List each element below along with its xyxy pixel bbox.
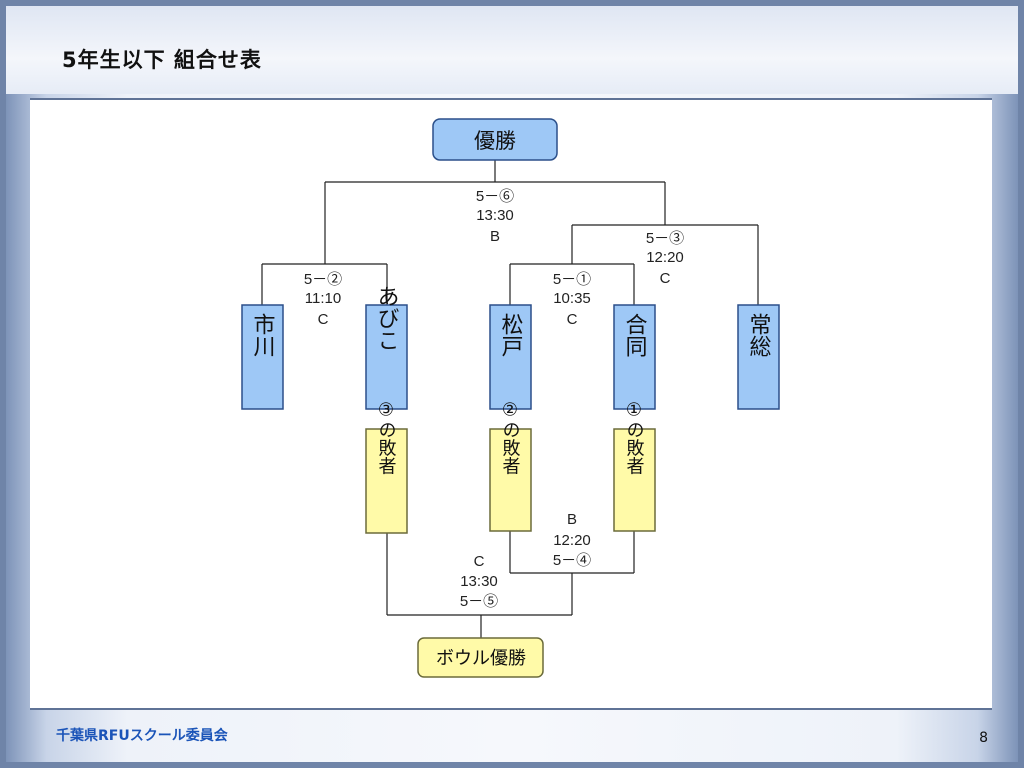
match-number: 5－④ bbox=[553, 552, 591, 569]
match-court: B bbox=[490, 228, 500, 245]
team-ichikawa: 市川 bbox=[241, 304, 284, 410]
team-label: 合同 bbox=[622, 313, 648, 357]
loser-label: ③の敗者 bbox=[376, 400, 397, 475]
team-label: 市川 bbox=[250, 313, 276, 357]
match-time: 13:30 bbox=[460, 573, 498, 590]
match-5-label: C 13:30 5－⑤ bbox=[460, 553, 498, 610]
match-court: C bbox=[318, 311, 329, 328]
team-label: 常総 bbox=[746, 313, 772, 357]
loser-label: ①の敗者 bbox=[624, 400, 645, 475]
footer-organization: 千葉県RFUスクール委員会 bbox=[56, 728, 228, 744]
champion-node: 優勝 bbox=[432, 118, 558, 161]
match-number: 5－⑥ bbox=[476, 188, 514, 205]
match-time: 12:20 bbox=[646, 249, 684, 266]
page-number: 8 bbox=[979, 730, 988, 746]
match-court: C bbox=[660, 270, 671, 287]
team-godo: 合同 bbox=[613, 304, 656, 410]
loser-node-1: ①の敗者 bbox=[613, 400, 656, 532]
team-abiko: あびこ bbox=[365, 285, 408, 410]
match-number: 5－⑤ bbox=[460, 593, 498, 610]
slide-title: 5年生以下 組合せ表 bbox=[62, 48, 262, 72]
team-matsudo: 松戸 bbox=[489, 304, 532, 410]
bowl-champion-label: ボウル優勝 bbox=[436, 648, 526, 669]
match-3-label: 5－③ 12:20 C bbox=[646, 230, 684, 287]
match-number: 5－② bbox=[304, 271, 342, 288]
match-6-label: 5－⑥ 13:30 B bbox=[476, 188, 514, 245]
match-court: B bbox=[567, 511, 577, 528]
loser-node-2: ②の敗者 bbox=[489, 400, 532, 532]
match-time: 12:20 bbox=[553, 532, 591, 549]
match-time: 11:10 bbox=[305, 290, 341, 307]
team-label: 松戸 bbox=[498, 313, 524, 357]
champion-label: 優勝 bbox=[474, 129, 516, 153]
bowl-champion-node: ボウル優勝 bbox=[417, 637, 544, 678]
match-number: 5－① bbox=[553, 271, 591, 288]
match-court: C bbox=[567, 311, 578, 328]
loser-node-3: ③の敗者 bbox=[365, 400, 408, 534]
header-band bbox=[6, 6, 1018, 94]
match-court: C bbox=[474, 553, 485, 570]
match-4-label: B 12:20 5－④ bbox=[553, 511, 591, 569]
match-2-label: 5－② 11:10 C bbox=[304, 271, 342, 328]
match-time: 10:35 bbox=[553, 290, 591, 307]
match-1-label: 5－① 10:35 C bbox=[553, 271, 591, 328]
team-label: あびこ bbox=[374, 285, 399, 351]
loser-label: ②の敗者 bbox=[500, 400, 521, 475]
match-number: 5－③ bbox=[646, 230, 684, 247]
match-time: 13:30 bbox=[476, 207, 514, 224]
team-joso: 常総 bbox=[737, 304, 780, 410]
bracket-lines bbox=[261, 160, 759, 638]
